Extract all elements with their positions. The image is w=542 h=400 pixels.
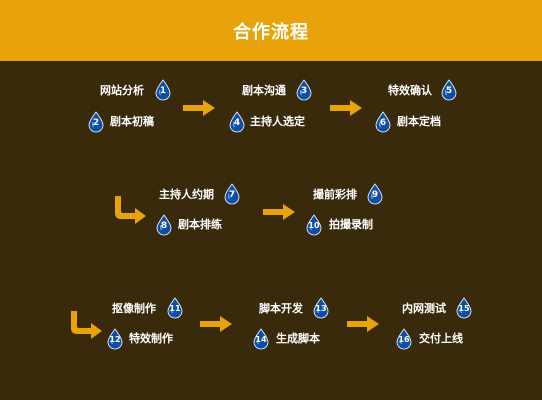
step-number-16: 16	[398, 335, 410, 344]
step-number-4: 4	[233, 118, 241, 128]
step-number-9: 9	[371, 190, 379, 200]
step-number-drop-icon-12: 12	[107, 328, 123, 350]
step-label-7: 主持人约期	[159, 188, 214, 201]
step-number-14: 14	[255, 335, 267, 344]
step-number-drop-icon-13: 13	[313, 297, 329, 319]
step-label-3: 剧本沟通	[242, 84, 286, 97]
step-number-drop-icon-8: 8	[156, 214, 172, 236]
step-label-14: 生成脚本	[276, 332, 320, 345]
right-arrow-icon	[330, 100, 362, 120]
step-label-6: 剧本定档	[397, 115, 441, 128]
right-arrow-icon	[200, 316, 232, 336]
step-label-4: 主持人选定	[250, 115, 305, 128]
step-label-8: 剧本排练	[178, 218, 222, 231]
step-label-13: 脚本开发	[259, 302, 303, 315]
step-number-10: 10	[308, 221, 320, 230]
step-label-16: 交付上线	[419, 332, 463, 345]
step-number-drop-icon-6: 6	[375, 111, 391, 133]
step-number-drop-icon-1: 1	[155, 79, 171, 101]
page-title: 合作流程	[233, 21, 309, 43]
corner-down-right-arrow-icon	[113, 196, 147, 228]
step-label-15: 内网测试	[402, 302, 446, 315]
step-number-drop-icon-11: 11	[167, 297, 183, 319]
step-number-drop-icon-4: 4	[229, 111, 245, 133]
step-label-1: 网站分析	[100, 84, 144, 97]
step-label-5: 特效确认	[388, 84, 432, 97]
header-bar: 合作流程	[0, 0, 542, 61]
right-arrow-icon	[347, 316, 379, 336]
step-number-drop-icon-7: 7	[224, 183, 240, 205]
step-number-drop-icon-15: 15	[456, 297, 472, 319]
step-number-drop-icon-3: 3	[296, 79, 312, 101]
step-number-drop-icon-16: 16	[396, 328, 412, 350]
step-label-11: 抠像制作	[112, 302, 156, 315]
step-label-2: 剧本初稿	[110, 115, 154, 128]
step-number-5: 5	[445, 86, 453, 96]
step-label-10: 拍撮录制	[329, 218, 373, 231]
step-number-12: 12	[109, 335, 121, 344]
corner-down-right-arrow-icon	[69, 311, 103, 343]
right-arrow-icon	[183, 100, 215, 120]
step-number-8: 8	[160, 221, 168, 231]
step-number-7: 7	[228, 190, 236, 200]
step-label-12: 特效制作	[129, 332, 173, 345]
step-number-drop-icon-2: 2	[88, 111, 104, 133]
step-number-15: 15	[458, 304, 470, 313]
step-number-drop-icon-5: 5	[441, 79, 457, 101]
step-number-3: 3	[300, 86, 308, 96]
step-number-11: 11	[169, 304, 181, 313]
step-number-2: 2	[92, 118, 100, 128]
step-number-drop-icon-14: 14	[253, 328, 269, 350]
step-number-drop-icon-10: 10	[306, 214, 322, 236]
right-arrow-icon	[263, 204, 295, 224]
step-label-9: 撮前彩排	[313, 188, 357, 201]
step-number-1: 1	[159, 86, 167, 96]
step-number-drop-icon-9: 9	[367, 183, 383, 205]
step-number-6: 6	[379, 118, 387, 128]
step-number-13: 13	[315, 304, 327, 313]
